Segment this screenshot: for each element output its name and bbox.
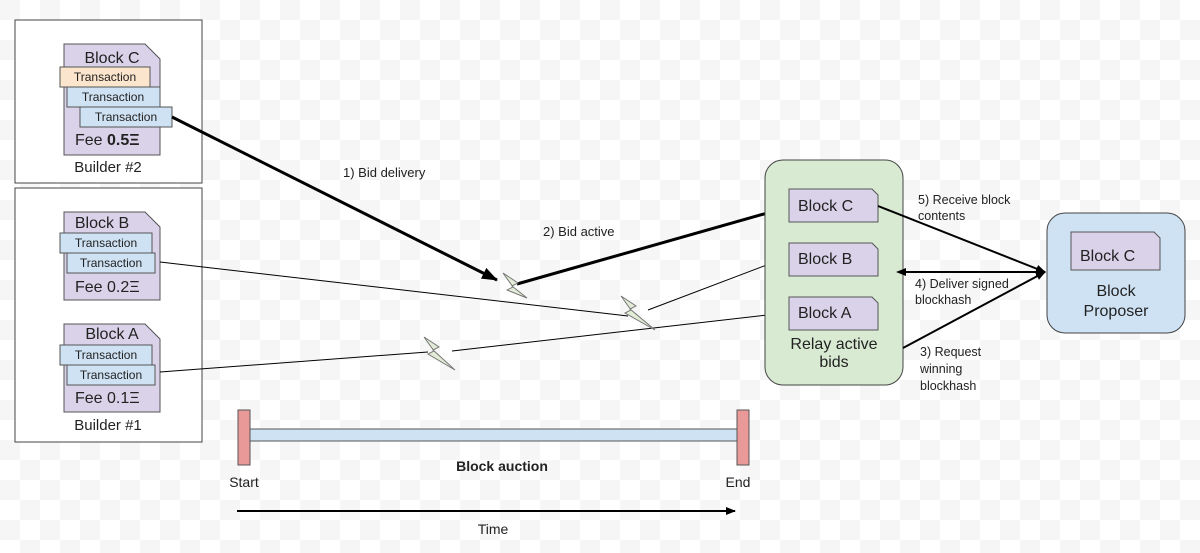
step-bid-delivery: 1) Bid delivery [343,165,426,180]
step-bid-active: 2) Bid active [543,224,615,239]
relay-block-b: Block B [798,251,852,268]
transaction-label: Transaction [74,70,136,84]
start-marker [237,409,251,466]
step-deliver-line1: 4) Deliver signed [915,277,1009,291]
block-a-label: Block A [85,326,139,343]
transaction-label: Transaction [80,368,142,382]
builder-1-label: Builder #1 [74,417,142,434]
end-label: End [726,474,751,490]
builder-1: Block B Transaction Transaction Fee 0.2Ξ… [14,187,203,443]
transaction-label: Transaction [75,236,137,250]
timeline-title: Block auction [456,458,548,474]
relay-proposer-arrows [877,205,1046,349]
lightning-icons [423,272,656,371]
builder-2: Block C Transaction Transaction Transact… [14,19,203,184]
time-label: Time [478,521,509,537]
block-proposer: Block C Block Proposer [1046,212,1186,334]
proposer-block-c: Block C [1080,248,1135,265]
lightning-icon [620,295,656,331]
step-request-line2: winning [919,362,962,376]
block-c-label: Block C [84,50,139,67]
relay-block-a: Block A [798,305,852,322]
transaction-label: Transaction [80,256,142,270]
proposer-title-line1: Block [1096,283,1136,300]
fee-label: Fee 0.1Ξ [75,390,140,407]
step-receive-line1: 5) Receive block [918,193,1011,207]
relay-title-line2: bids [819,354,848,371]
lightning-icon [502,272,528,299]
transaction-label: Transaction [82,90,144,104]
fee-label: Fee 0.5Ξ [75,132,140,149]
transaction-label: Transaction [95,110,157,124]
block-b-label: Block B [75,215,129,232]
step-deliver-line2: blockhash [915,293,971,307]
start-label: Start [229,474,259,490]
fee-label: Fee 0.2Ξ [75,279,140,296]
relay-block-c: Block C [798,198,853,215]
bid-arrows [159,115,786,373]
step-request-line3: blockhash [920,379,976,393]
relay-title-line1: Relay active [790,336,877,353]
step-receive-line2: contents [918,209,965,223]
auction-timeline: Block auction Start End Time [229,409,751,537]
builder-2-label: Builder #2 [74,159,142,176]
lightning-icon [423,336,456,371]
proposer-title-line2: Proposer [1084,303,1150,320]
transaction-label: Transaction [75,348,137,362]
relay-active-bids: Block C Block B Block A Relay active bid… [764,159,904,386]
end-marker [736,409,750,466]
step-request-line1: 3) Request [920,345,982,359]
